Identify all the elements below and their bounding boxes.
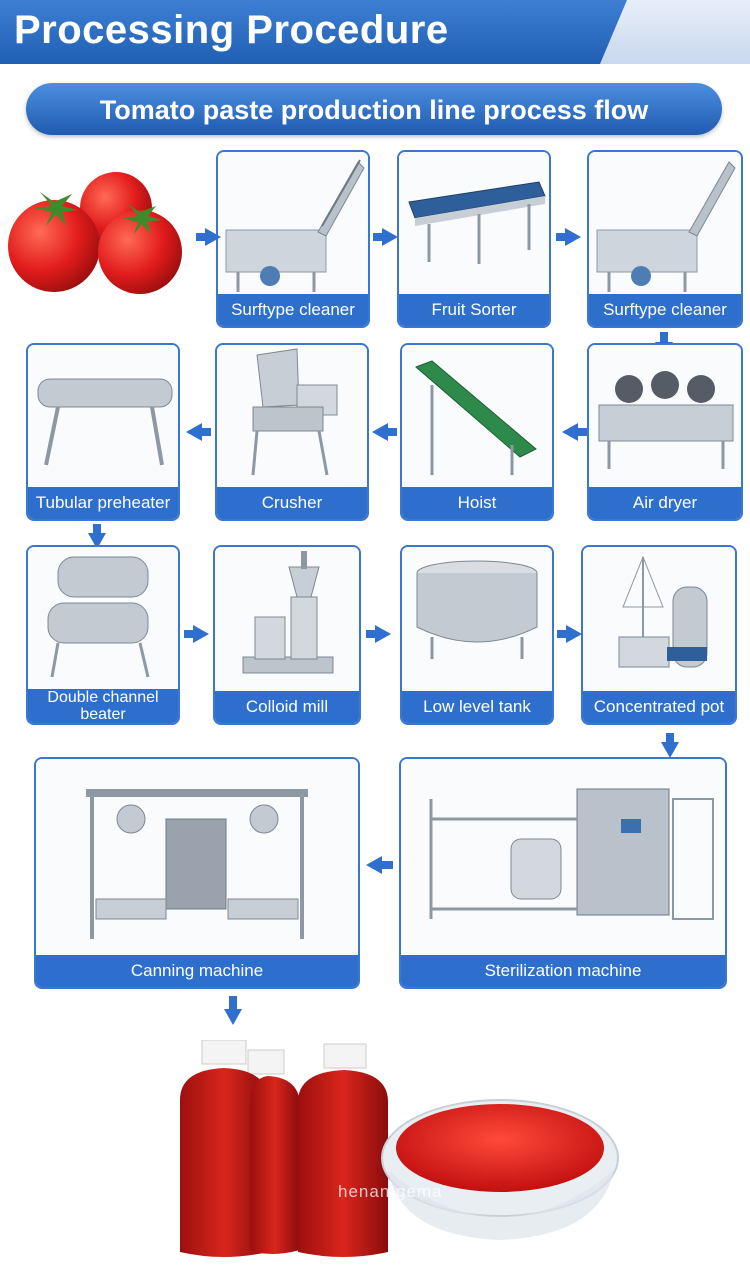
step-canning-machine: Canning machine [34,757,360,989]
step-label: Low level tank [402,691,552,723]
step-crusher: Crusher [215,343,369,521]
step-label: Sterilization machine [401,955,725,987]
step-label: Fruit Sorter [399,294,549,326]
step-label-line: beater [80,706,126,723]
step-label-line: Double channel [47,689,159,706]
step-hoist: Hoist [400,343,554,521]
step-label: Crusher [217,487,367,519]
surftype-cleaner-image [589,152,741,294]
arrow-left-icon [577,428,587,436]
arrow-right-icon [196,233,206,241]
step-double-channel-beater: Double channel beater [26,545,180,725]
arrow-right-icon [373,233,383,241]
arrow-left-icon [562,423,578,441]
surftype-cleaner-image [218,152,368,294]
arrow-right-icon [566,625,582,643]
hoist-image [402,345,552,487]
step-colloid-mill: Colloid mill [213,545,361,725]
arrow-left-icon [381,861,393,869]
arrow-right-icon [565,228,581,246]
arrow-down-icon [661,742,679,758]
arrow-right-icon [366,630,376,638]
concentrated-pot-image [583,547,735,691]
double-channel-beater-image [28,547,178,689]
step-low-level-tank: Low level tank [400,545,554,725]
tubular-preheater-image [28,345,178,487]
step-tubular-preheater: Tubular preheater [26,343,180,521]
subtitle-text: Tomato paste production line process flo… [99,95,649,125]
step-label: Colloid mill [215,691,359,723]
step-label: Surftype cleaner [589,294,741,326]
step-label: Air dryer [589,487,741,519]
arrow-down-icon [224,1009,242,1025]
arrow-right-icon [205,228,221,246]
step-label: Double channel beater [28,689,178,723]
arrow-down-icon [666,733,674,743]
arrow-left-icon [201,428,211,436]
arrow-right-icon [184,630,194,638]
header: Processing Procedure [0,0,750,64]
step-label: Tubular preheater [28,487,178,519]
ketchup-product-image [150,1040,630,1264]
arrow-right-icon [557,630,567,638]
arrow-down-icon [93,524,101,534]
step-surftype-cleaner-2: Surftype cleaner [587,150,743,328]
arrow-down-icon [660,332,668,342]
arrow-left-icon [366,856,382,874]
canning-machine-image [36,759,358,955]
watermark: henan gema [338,1182,443,1201]
step-concentrated-pot: Concentrated pot [581,545,737,725]
arrow-right-icon [193,625,209,643]
low-level-tank-image [402,547,552,691]
colloid-mill-image [215,547,359,691]
arrow-left-icon [387,428,397,436]
step-label: Hoist [402,487,552,519]
crusher-image [217,345,367,487]
arrow-down-icon [229,996,237,1010]
arrow-left-icon [372,423,388,441]
page-title: Processing Procedure [14,8,449,52]
step-air-dryer: Air dryer [587,343,743,521]
step-label: Concentrated pot [583,691,735,723]
sterilization-machine-image [401,759,725,955]
step-sterilization-machine: Sterilization machine [399,757,727,989]
tomatoes-image [4,168,190,296]
header-bar [0,0,640,64]
subtitle-banner: Tomato paste production line process flo… [26,83,722,135]
fruit-sorter-image [399,152,549,294]
header-accent [600,0,750,64]
arrow-left-icon [186,423,202,441]
arrow-right-icon [556,233,566,241]
step-fruit-sorter: Fruit Sorter [397,150,551,328]
arrow-right-icon [375,625,391,643]
air-dryer-image [589,345,741,487]
step-surftype-cleaner-1: Surftype cleaner [216,150,370,328]
step-label: Surftype cleaner [218,294,368,326]
step-label: Canning machine [36,955,358,987]
arrow-right-icon [382,228,398,246]
